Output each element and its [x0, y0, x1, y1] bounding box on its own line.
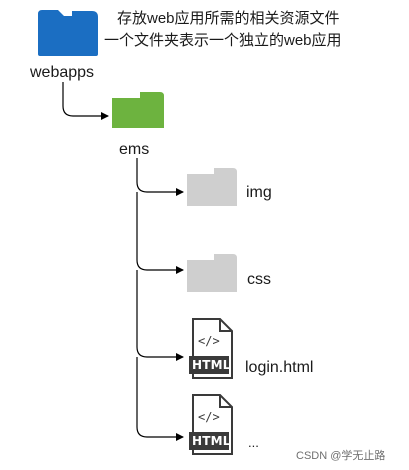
description-line-1: 存放web应用所需的相关资源文件	[117, 10, 340, 27]
ems-label: ems	[119, 141, 150, 158]
code-glyph: </>	[198, 410, 220, 424]
img-folder-icon[interactable]	[186, 167, 238, 207]
more-files-label: ...	[248, 435, 259, 450]
login-html-label: login.html	[245, 359, 314, 376]
more-html-file-icon[interactable]: </> HTML	[188, 394, 234, 456]
html-badge: HTML	[192, 434, 231, 448]
description-line-2: 一个文件夹表示一个独立的web应用	[104, 32, 342, 49]
connector-ems-login	[136, 270, 184, 361]
login-html-file-icon[interactable]: </> HTML	[188, 318, 234, 380]
css-folder-icon[interactable]	[186, 253, 238, 293]
connector-ems-css	[136, 192, 184, 274]
ems-folder-icon[interactable]	[110, 90, 166, 130]
connector-ems-more	[136, 357, 184, 441]
connector-ems-img	[136, 158, 184, 196]
code-glyph: </>	[198, 334, 220, 348]
webapps-label: webapps	[30, 64, 95, 81]
watermark: CSDN @学无止路	[296, 450, 386, 462]
connector-webapps-ems	[62, 82, 109, 120]
img-label: img	[246, 184, 272, 201]
css-label: css	[247, 271, 271, 288]
html-badge: HTML	[192, 358, 231, 372]
webapps-folder-icon[interactable]	[36, 6, 100, 58]
